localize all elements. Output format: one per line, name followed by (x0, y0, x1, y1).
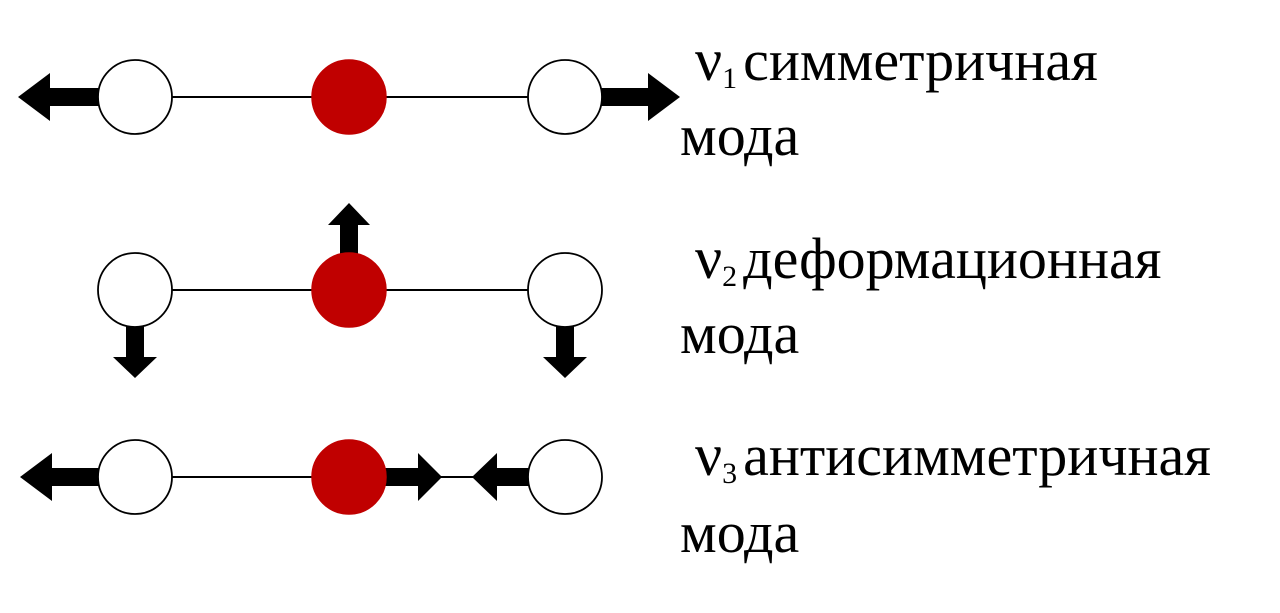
mode-3-right-atom (527, 439, 603, 515)
mode-3-right-left-arrow (472, 453, 530, 501)
mode-3-central-right-arrow (384, 453, 442, 501)
mode-3-central-atom (311, 439, 387, 515)
mode-2-central-up-arrow (328, 203, 370, 255)
mode-2-right-down-arrow (543, 325, 587, 378)
mode-3-word: мода (680, 500, 799, 565)
mode-1-right-arrow (600, 73, 680, 121)
mode-1-molecule (18, 59, 680, 135)
mode-2-right-atom (527, 252, 603, 328)
mode-1-left-arrow (18, 73, 100, 121)
mode-1-left-atom (97, 59, 173, 135)
mode-1-word: мода (680, 103, 799, 168)
mode-3-left-arrow (20, 453, 100, 501)
mode-2-central-atom (311, 252, 387, 328)
mode-2-word: мода (680, 301, 799, 366)
mode-3-molecule (20, 439, 603, 515)
mode-2-left-atom (97, 252, 173, 328)
mode-2-molecule (97, 203, 603, 378)
mode-1-central-atom (311, 59, 387, 135)
mode-2-left-down-arrow (113, 325, 157, 378)
mode-3-left-atom (97, 439, 173, 515)
mode-1-right-atom (527, 59, 603, 135)
